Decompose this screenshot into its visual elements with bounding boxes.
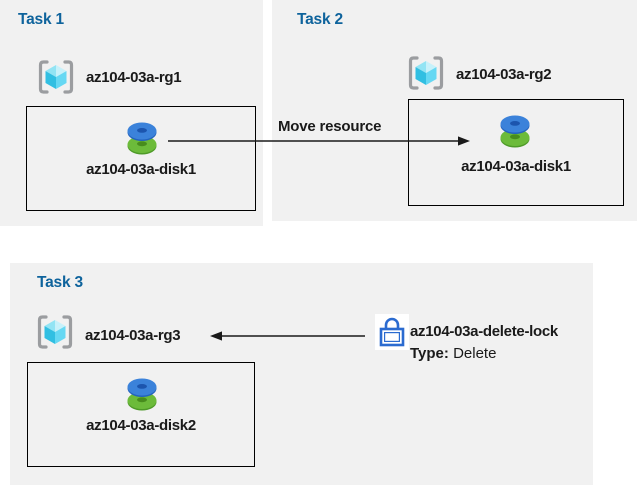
task3-title: Task 3 <box>37 274 83 291</box>
disk-icon <box>127 378 157 411</box>
rg3-label: az104-03a-rg3 <box>85 327 181 344</box>
move-resource-arrow <box>168 136 470 146</box>
task1-panel <box>0 0 263 226</box>
delete-lock-name: az104-03a-delete-lock <box>410 323 558 340</box>
rg1-label: az104-03a-rg1 <box>86 69 182 86</box>
resource-group-icon <box>37 315 73 349</box>
task2-title: Task 2 <box>297 11 343 28</box>
task2-disk-box <box>408 99 624 206</box>
disk-icon <box>500 115 530 148</box>
lock-icon <box>379 317 405 347</box>
task2-disk-label: az104-03a-disk1 <box>461 158 571 175</box>
task3-disk-label: az104-03a-disk2 <box>86 417 196 434</box>
task1-disk-label: az104-03a-disk1 <box>86 161 196 178</box>
delete-lock-type-value: Delete <box>453 344 497 362</box>
delete-lock-type-label: Type: <box>410 344 449 362</box>
rg2-label: az104-03a-rg2 <box>456 66 552 83</box>
delete-lock-arrow <box>210 331 365 341</box>
move-resource-label: Move resource <box>278 118 382 135</box>
task3-disk-box <box>27 362 255 467</box>
task2-panel <box>272 0 637 221</box>
delete-lock-caption: az104-03a-delete-lock Type: Delete <box>410 321 558 365</box>
resource-group-icon <box>38 60 74 94</box>
task1-title: Task 1 <box>18 11 64 28</box>
resource-group-icon <box>408 56 444 90</box>
disk-icon <box>127 122 157 155</box>
task3-panel <box>10 263 593 485</box>
task1-disk-box <box>26 106 256 211</box>
delete-lock-type: Type: Delete <box>410 345 496 362</box>
lock-chip <box>375 314 409 350</box>
